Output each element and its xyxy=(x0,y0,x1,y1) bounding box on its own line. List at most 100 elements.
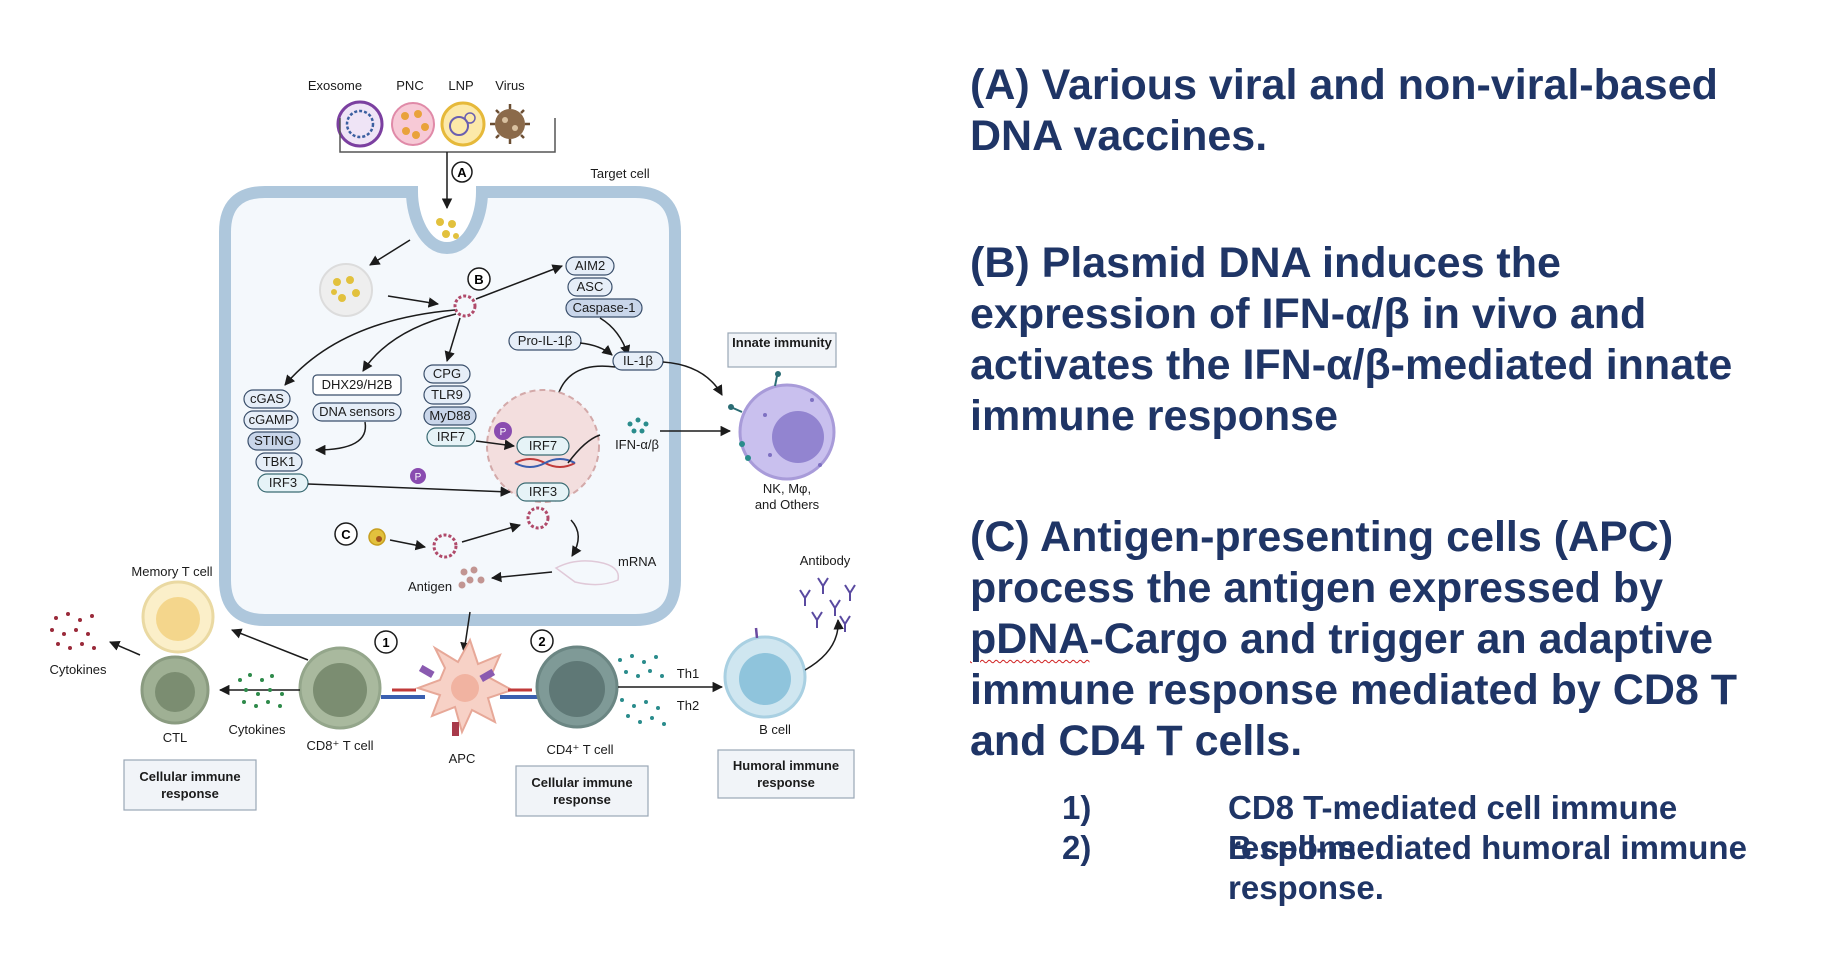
b-cell-label: B cell xyxy=(759,722,791,737)
humoral-response-box: Humoral immune response xyxy=(717,749,855,799)
nucleus-irf3-pill: IRF3 xyxy=(516,482,570,502)
cgas-label: cGAS xyxy=(250,391,284,406)
ifn-label: IFN-α/β xyxy=(615,437,659,452)
arrow-cd8-to-memory xyxy=(231,628,309,661)
asc-label: ASC xyxy=(577,279,604,294)
svg-text:response: response xyxy=(553,792,611,807)
ctl-cell xyxy=(140,655,210,725)
immune-response-diagram: Exosome PNC LNP Virus xyxy=(49,78,856,817)
sub-item-2-number: 2) xyxy=(1062,829,1092,866)
description-c-start: (C) Antigen-presenting cells (APC) proce… xyxy=(970,513,1674,612)
dna-sensors-label: DNA sensors xyxy=(319,404,395,419)
description-a: (A) Various viral and non-viral-based DN… xyxy=(970,61,1718,160)
description-c-end: -Cargo and trigger an adaptive immune re… xyxy=(970,615,1738,765)
vector-particle-icon xyxy=(368,528,386,546)
nucleus-irf7-pill: IRF7 xyxy=(516,436,570,456)
vector-group: Exosome PNC LNP Virus xyxy=(308,78,650,210)
th1-label: Th1 xyxy=(677,666,699,681)
memory-t-label: Memory T cell xyxy=(131,564,212,579)
plasmid-icon xyxy=(453,294,477,318)
svg-text:IRF7: IRF7 xyxy=(529,438,557,453)
cytokines-bottom-dots xyxy=(238,673,284,708)
svg-text:Humoral immune: Humoral immune xyxy=(733,758,839,773)
sting-pathway-stack: cGAS cGAMP STING TBK1 IRF3 xyxy=(243,389,309,493)
antibody-icons xyxy=(799,577,856,632)
tbk1-label: TBK1 xyxy=(263,454,296,469)
tlr9-pathway-stack: CPG TLR9 MyD88 IRF7 xyxy=(423,364,477,447)
svg-text:Cellular immune: Cellular immune xyxy=(531,775,632,790)
step-marker-b: B xyxy=(467,267,491,291)
svg-text:Cellular immune: Cellular immune xyxy=(139,769,240,784)
b-cell xyxy=(723,627,807,719)
marker-1: 1 xyxy=(374,630,398,654)
vector-label-virus: Virus xyxy=(495,78,525,93)
cpg-label: CPG xyxy=(433,366,461,381)
aim2-label: AIM2 xyxy=(575,258,605,273)
description-c: (C) Antigen-presenting cells (APC) proce… xyxy=(970,512,1800,767)
step-marker-c: C xyxy=(334,522,358,546)
arrow-to-inflammasome xyxy=(475,264,563,300)
svg-text:response: response xyxy=(161,786,219,801)
arrow-irf7-to-nucleus xyxy=(475,439,516,450)
arrow-bcell-to-antibody xyxy=(804,618,844,671)
cytokines-bottom-label: Cytokines xyxy=(228,722,286,737)
mrna-strand-icon xyxy=(554,560,620,586)
antigen-particles xyxy=(458,566,485,589)
cd8-label: CD8⁺ T cell xyxy=(306,738,373,753)
svg-text:response: response xyxy=(757,775,815,790)
lnp-icon xyxy=(440,101,486,147)
th-dots xyxy=(618,654,666,726)
th2-label: Th2 xyxy=(677,698,699,713)
ctl-label: CTL xyxy=(163,730,188,745)
antigen-label: Antigen xyxy=(408,579,452,594)
vector-label-exosome: Exosome xyxy=(308,78,362,93)
nk-label-line1: NK, Mφ, xyxy=(763,481,811,496)
plasmid-c-icon xyxy=(432,533,458,559)
irf3-label: IRF3 xyxy=(269,475,297,490)
il1b-pill: IL-1β xyxy=(612,351,664,371)
dhx29-label: DHX29/H2B xyxy=(322,377,393,392)
target-cell-label: Target cell xyxy=(590,166,649,181)
innate-immunity-box: Innate immunity xyxy=(727,332,837,368)
plasmid-nucleus-icon xyxy=(526,506,550,530)
arrow-mrna-to-antigen xyxy=(490,571,553,583)
svg-text:1: 1 xyxy=(382,635,389,650)
arrow-il1b-to-innate xyxy=(662,361,723,396)
arrow-caspase-to-il1b xyxy=(599,317,631,356)
apc-label: APC xyxy=(449,751,476,766)
arrow-plasmid-to-nucleus xyxy=(461,522,522,543)
virus-icon xyxy=(490,104,530,144)
phospho-icon-irf3: P xyxy=(410,468,426,484)
svg-text:Innate immunity: Innate immunity xyxy=(732,335,832,350)
inflammasome-stack: AIM2 ASC Caspase-1 xyxy=(565,256,643,318)
svg-text:P: P xyxy=(415,472,422,483)
dna-sensors-stack: DHX29/H2B DNA sensors xyxy=(312,374,402,422)
sub-item-2-text: B cell-mediated humoral immune response. xyxy=(1228,829,1747,906)
svg-text:A: A xyxy=(457,165,467,180)
arrow-release-plasmid xyxy=(387,295,440,308)
cellular-response-box-2: Cellular immune response xyxy=(515,765,649,817)
ifn-particles xyxy=(627,417,649,434)
phospho-icon-irf7: P xyxy=(494,422,512,440)
cd8-t-cell xyxy=(298,646,382,730)
cellular-response-box-1: Cellular immune response xyxy=(123,759,257,811)
vector-label-lnp: LNP xyxy=(448,78,473,93)
arrow-nucleus-to-ifn xyxy=(567,434,601,464)
svg-text:B: B xyxy=(474,272,483,287)
arrow-ctl-to-cytokines xyxy=(109,640,141,656)
step-marker-a: A xyxy=(451,161,473,183)
cd4-label: CD4⁺ T cell xyxy=(546,742,613,757)
pnc-icon xyxy=(391,102,435,146)
description-b: (B) Plasmid DNA induces the expression o… xyxy=(970,239,1733,440)
irf7-label: IRF7 xyxy=(437,429,465,444)
arrow-irf3-to-nucleus xyxy=(307,483,512,497)
endocytosed-particles xyxy=(436,218,459,239)
svg-text:IRF3: IRF3 xyxy=(529,484,557,499)
arrow-pro-il1b xyxy=(579,342,613,356)
svg-text:2: 2 xyxy=(538,634,545,649)
sting-label: STING xyxy=(254,433,294,448)
arrow-sensors-to-sting xyxy=(314,421,367,456)
svg-text:IL-1β: IL-1β xyxy=(623,353,653,368)
arrow-plasmid-to-sensors xyxy=(362,313,457,372)
vector-label-pnc: PNC xyxy=(396,78,423,93)
